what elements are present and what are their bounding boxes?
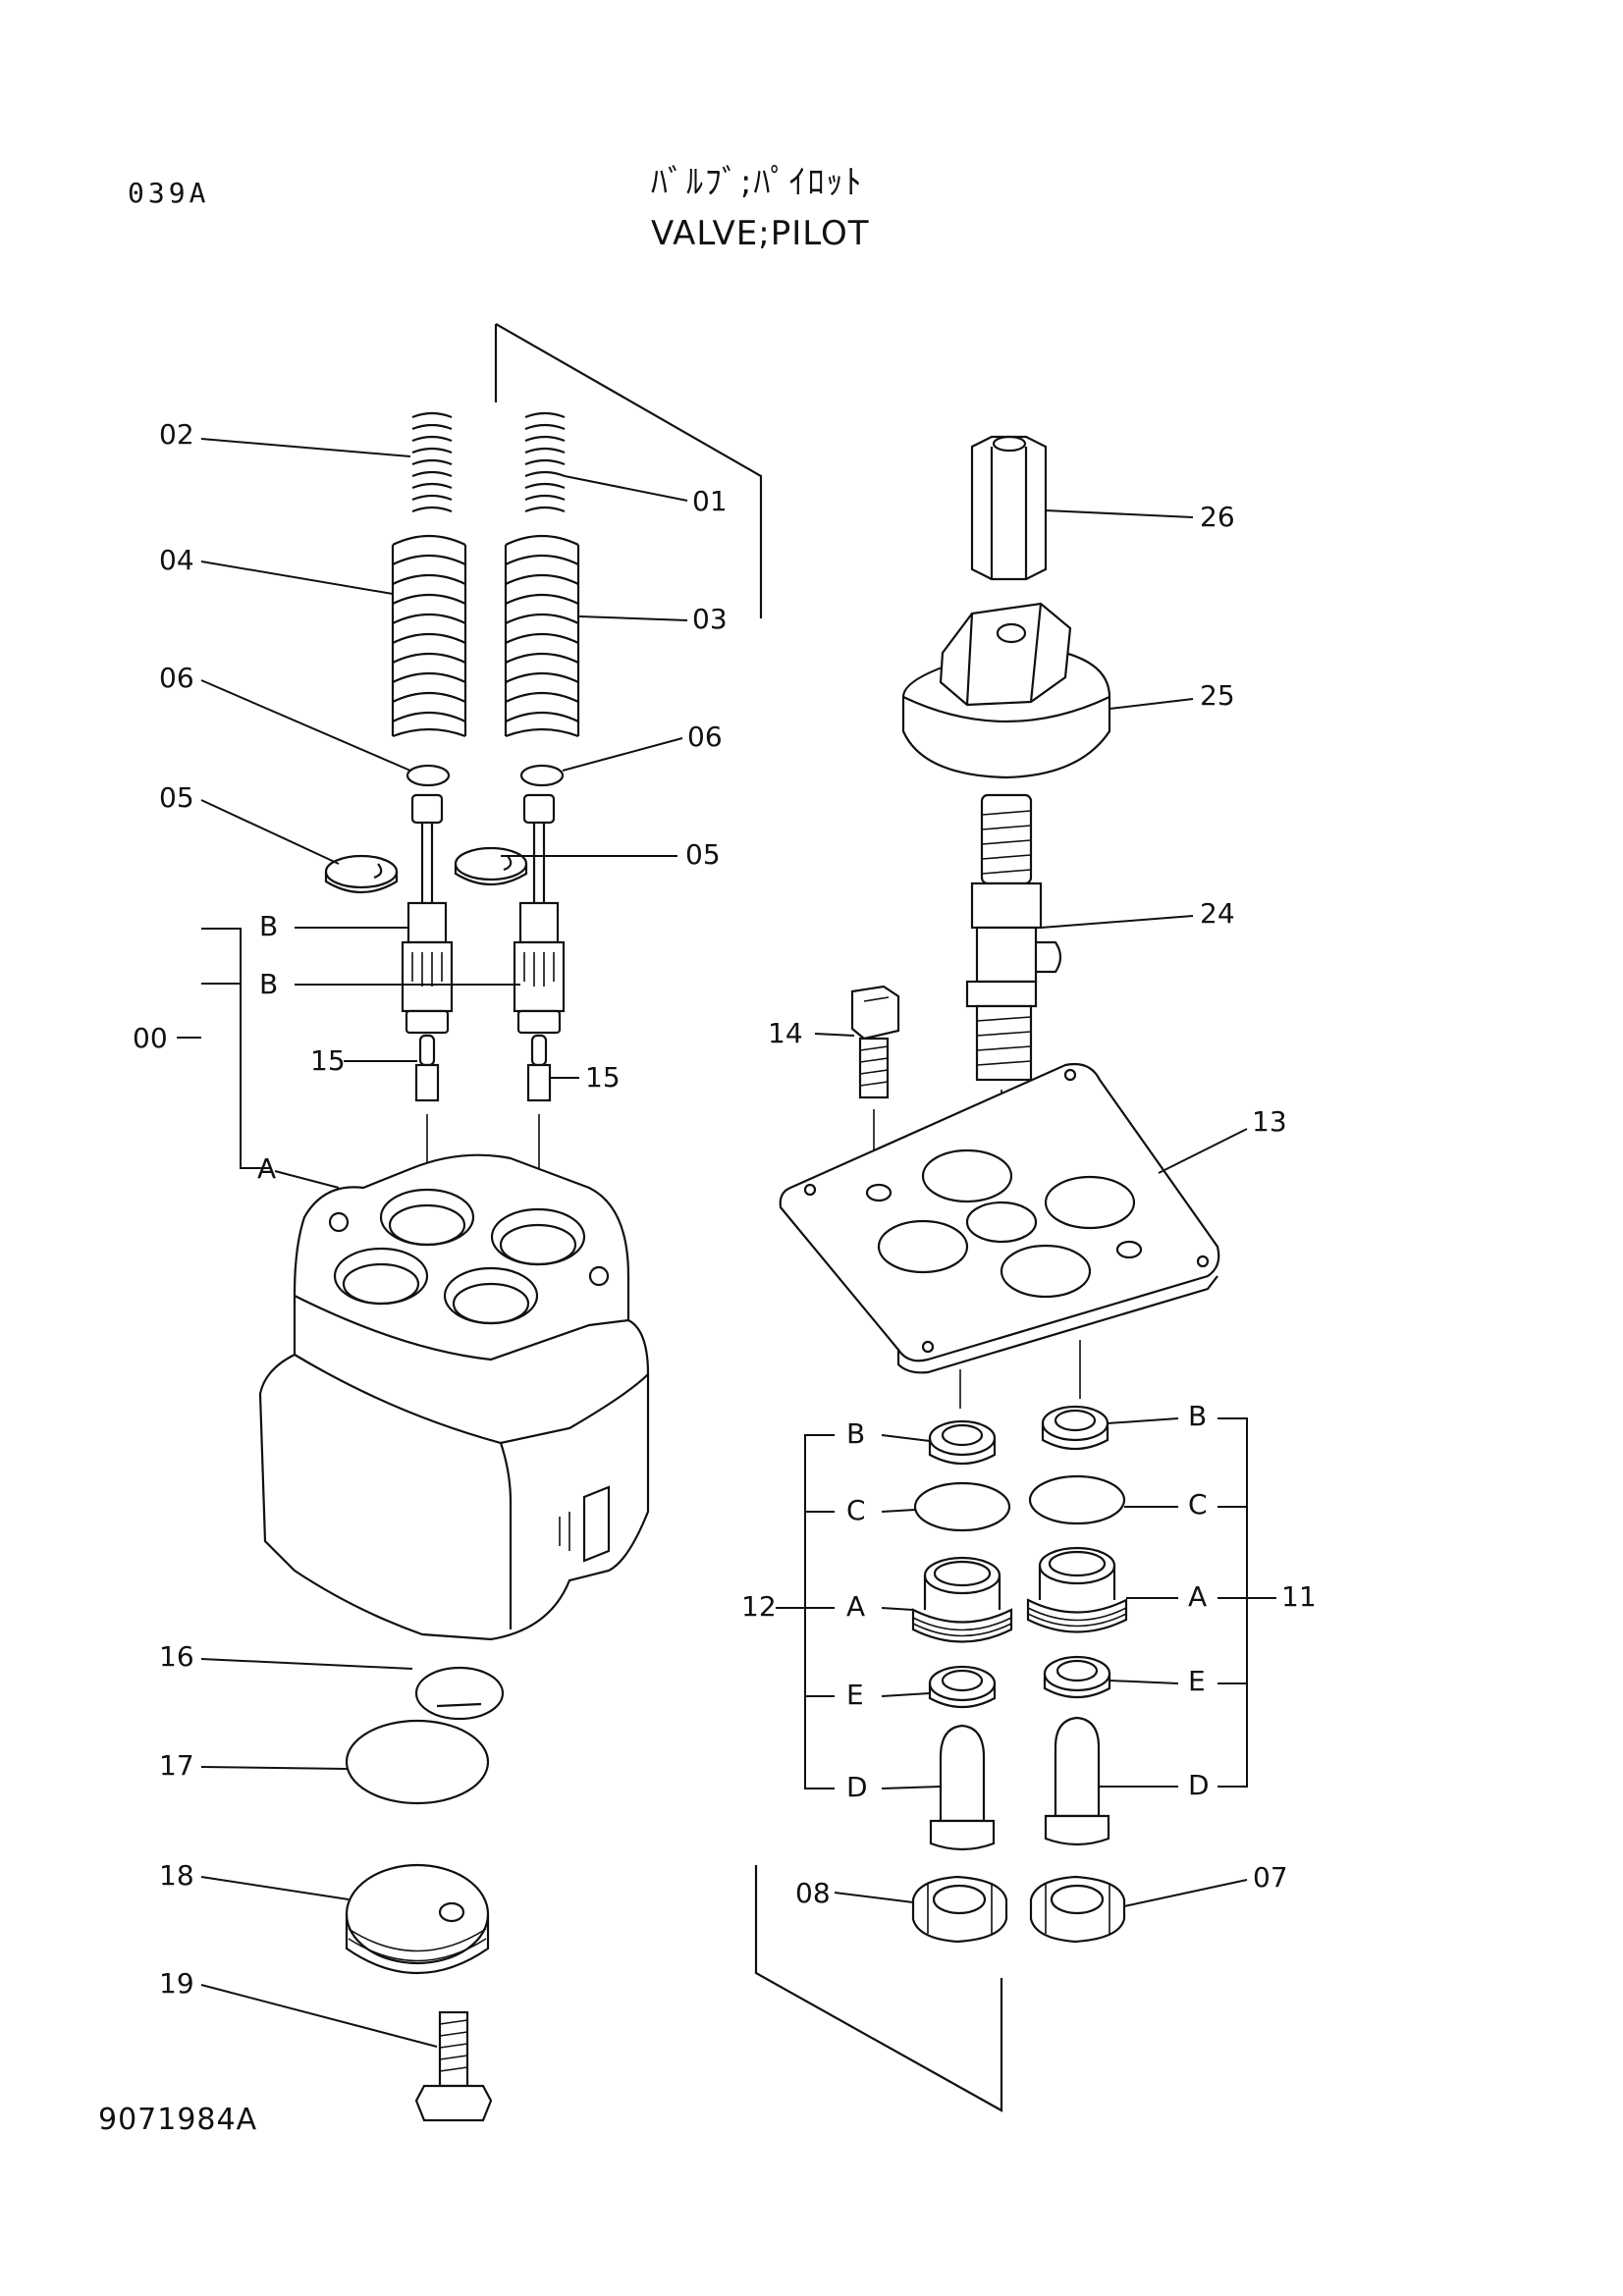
bolt-14 [850,985,900,1099]
nut-07 [1029,1875,1126,1944]
sub-label-12-a: A [846,1590,865,1623]
nut-08 [911,1875,1008,1944]
axis-lines-seals [959,1340,1081,1409]
callout-19: 19 [159,1967,194,2000]
callout-02: 02 [159,418,194,451]
callout-17: 17 [159,1749,194,1782]
washer-06-right [519,764,565,787]
joint-24 [965,793,1062,1082]
title-japanese: ﾊﾞﾙﾌﾞ;ﾊﾟｲﾛｯﾄ [651,163,864,202]
assembly-bracket-top [494,323,763,618]
callout-05-right: 05 [685,838,721,871]
plate-25 [901,602,1111,779]
sub-label-12-c: C [846,1494,866,1526]
cover-18 [345,1863,490,1974]
pin-15-right [526,1034,552,1102]
sub-label-12-d: D [846,1771,868,1803]
spool-left [401,793,454,1035]
sub-label-11-e: E [1188,1665,1206,1697]
sub-label-b-lower: B [259,968,278,1000]
sub-label-12-e: E [846,1679,864,1711]
sub-label-a-casing: A [257,1152,276,1185]
clip-05-right [454,846,528,885]
clip-05-left [324,854,399,893]
callout-13: 13 [1252,1105,1287,1138]
callout-25: 25 [1200,679,1235,712]
spring-01 [524,411,566,513]
spring-04 [391,535,467,738]
o-ring-16 [414,1666,505,1721]
leader-lines [177,438,1276,2048]
callout-14: 14 [768,1017,803,1049]
callout-00: 00 [133,1022,168,1054]
callout-06-left: 06 [159,662,194,694]
callout-11: 11 [1281,1580,1317,1613]
callout-04: 04 [159,544,194,576]
callout-18: 18 [159,1859,194,1892]
sub-label-11-c: C [1188,1488,1208,1521]
o-ring-17 [345,1719,490,1805]
callout-01: 01 [692,485,728,517]
callout-16: 16 [159,1640,194,1673]
callout-07: 07 [1253,1861,1288,1894]
spool-right [513,793,566,1035]
washer-06-left [406,764,451,787]
title-english: VALVE;PILOT [651,214,870,253]
drawing-number: 9071984A [98,2103,258,2137]
sub-label-11-b: B [1188,1400,1207,1432]
page-code: 039A [128,177,210,209]
sub-label-11-d: D [1188,1769,1210,1801]
spring-03 [504,535,580,738]
callout-06-right: 06 [687,721,723,753]
assembly-bracket-bottom [754,1865,1003,2112]
sub-label-12-b: B [846,1417,865,1450]
seal-set-11 [1026,1405,1128,1846]
valve-casing [258,1153,650,1641]
callout-24: 24 [1200,897,1235,930]
bolt-19 [414,2010,493,2122]
pin-15-left [414,1034,440,1102]
callout-12: 12 [741,1590,777,1623]
spring-02 [411,411,453,513]
nut-26 [970,435,1048,581]
sub-label-11-a: A [1188,1580,1207,1613]
callout-08: 08 [795,1877,831,1909]
callout-15-right: 15 [585,1061,621,1094]
seal-set-12 [911,1419,1013,1851]
callout-26: 26 [1200,501,1235,533]
callout-05-left: 05 [159,781,194,814]
sub-label-b-upper: B [259,910,278,942]
callout-03: 03 [692,603,728,635]
plate-13 [779,1062,1220,1374]
callout-15-left: 15 [310,1044,346,1077]
